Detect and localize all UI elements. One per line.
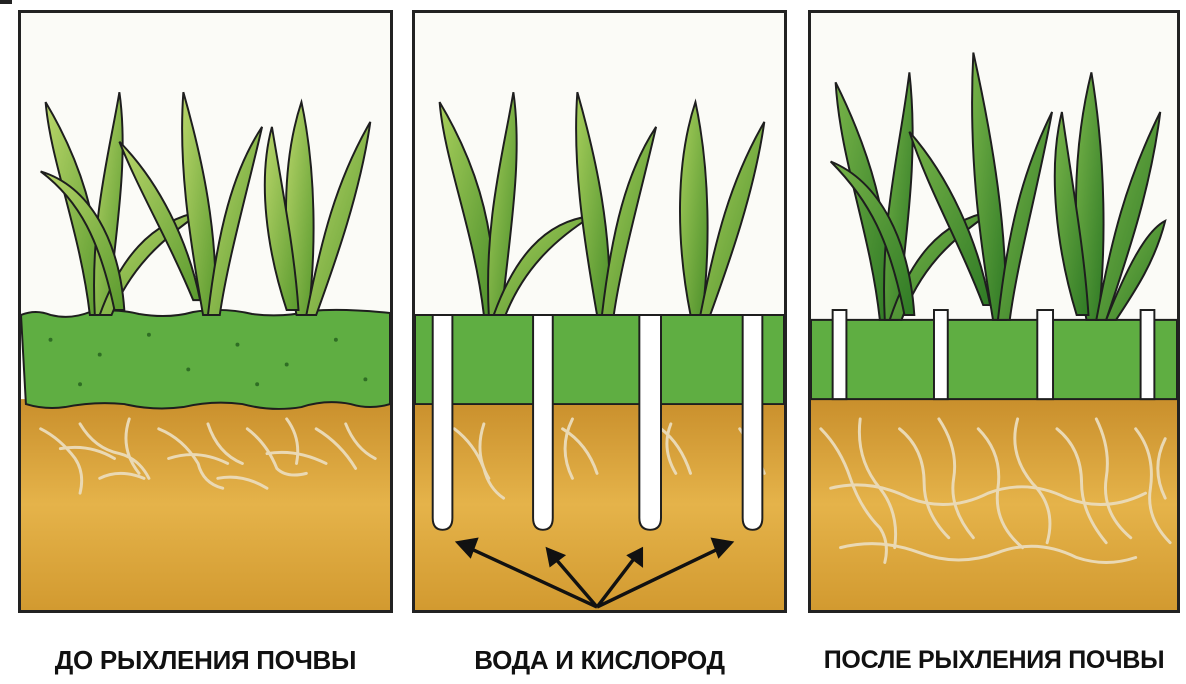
- turf-layer: [811, 320, 1177, 399]
- after-illustration: [811, 13, 1177, 610]
- caption-water-oxygen: ВОДА И КИСЛОРОД: [412, 640, 787, 680]
- caption-after-loosening: ПОСЛЕ РЫХЛЕНИЯ ПОЧВЫ: [802, 640, 1186, 680]
- caption-before-loosening: ДО РЫХЛЕНИЯ ПОЧВЫ: [18, 640, 393, 680]
- panel-water-oxygen: [412, 10, 787, 613]
- grass-plants: [440, 92, 765, 315]
- soil-layer: [811, 399, 1177, 610]
- edge-mark: [0, 0, 12, 4]
- panel-after-loosening: [808, 10, 1180, 613]
- grass-plants: [831, 53, 1166, 320]
- grass-plants: [41, 92, 371, 315]
- aeration-illustration: [415, 13, 784, 610]
- panel-before-loosening: [18, 10, 393, 613]
- soil-layer: [415, 399, 784, 610]
- before-illustration: [21, 13, 390, 610]
- turf-layer: [415, 315, 784, 404]
- soil-layer: [21, 399, 390, 610]
- turf-layer: [21, 310, 390, 409]
